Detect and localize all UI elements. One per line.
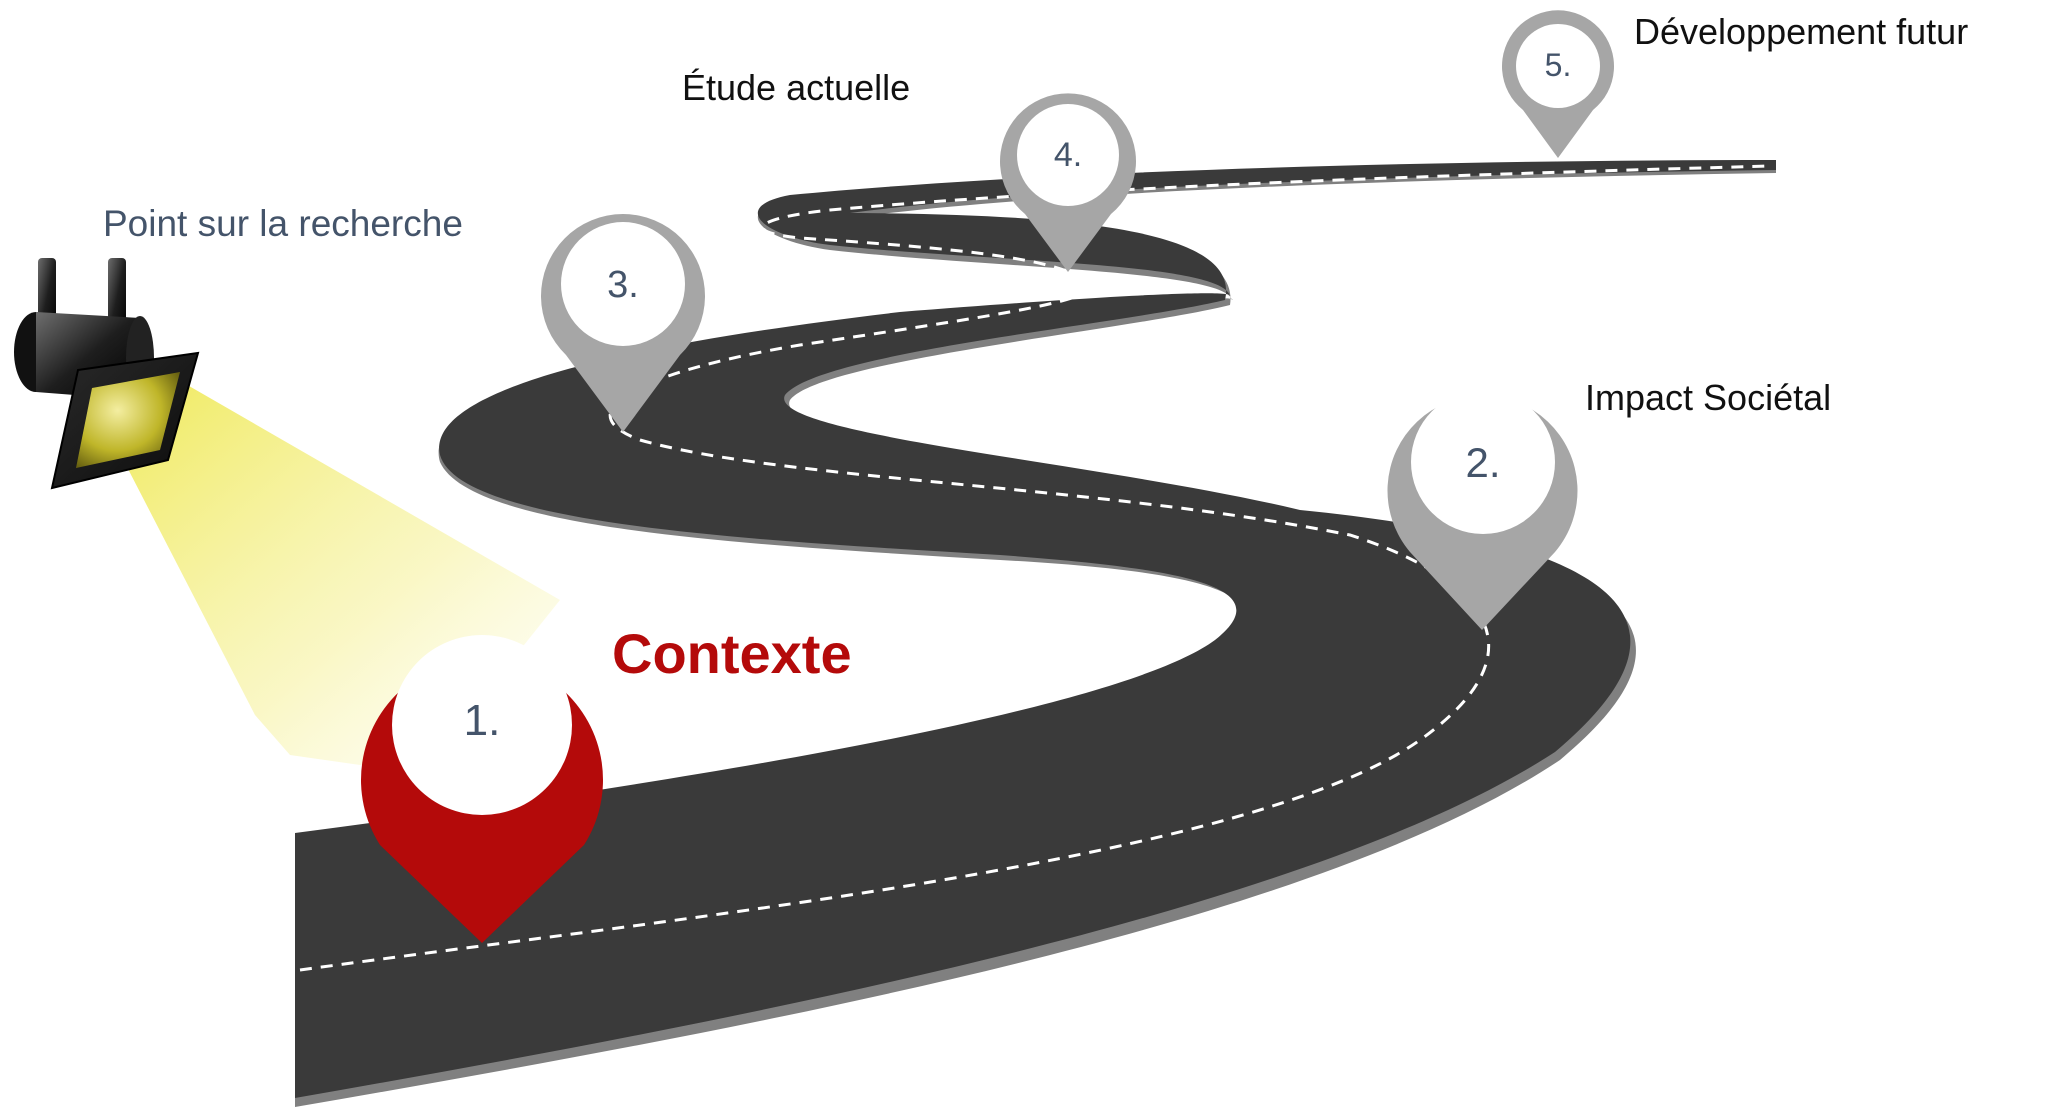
milestone-pin-3[interactable]: 3. — [541, 214, 706, 432]
milestone-number-1: 1. — [464, 696, 501, 745]
milestone-number-2: 2. — [1465, 439, 1500, 486]
milestone-number-3: 3. — [607, 264, 639, 306]
road-center-line — [299, 164, 1771, 972]
spotlight-label: Point sur la recherche — [103, 203, 463, 244]
road-surface — [295, 160, 1776, 1107]
milestone-number-4: 4. — [1054, 136, 1082, 174]
milestone-label-2: Impact Sociétal — [1585, 377, 1831, 418]
milestone-number-5: 5. — [1545, 47, 1572, 83]
milestone-label-1: Contexte — [612, 622, 852, 685]
milestone-label-5: Développement futur — [1634, 11, 1968, 52]
milestone-pin-1[interactable]: 1. — [360, 635, 603, 943]
spotlight-icon — [14, 258, 200, 490]
milestone-pin-4[interactable]: 4. — [1000, 93, 1136, 272]
milestone-pin-2[interactable]: 2. — [1387, 390, 1578, 630]
milestone-pin-5[interactable]: 5. — [1502, 10, 1615, 159]
milestone-label-4: Étude actuelle — [682, 67, 910, 108]
